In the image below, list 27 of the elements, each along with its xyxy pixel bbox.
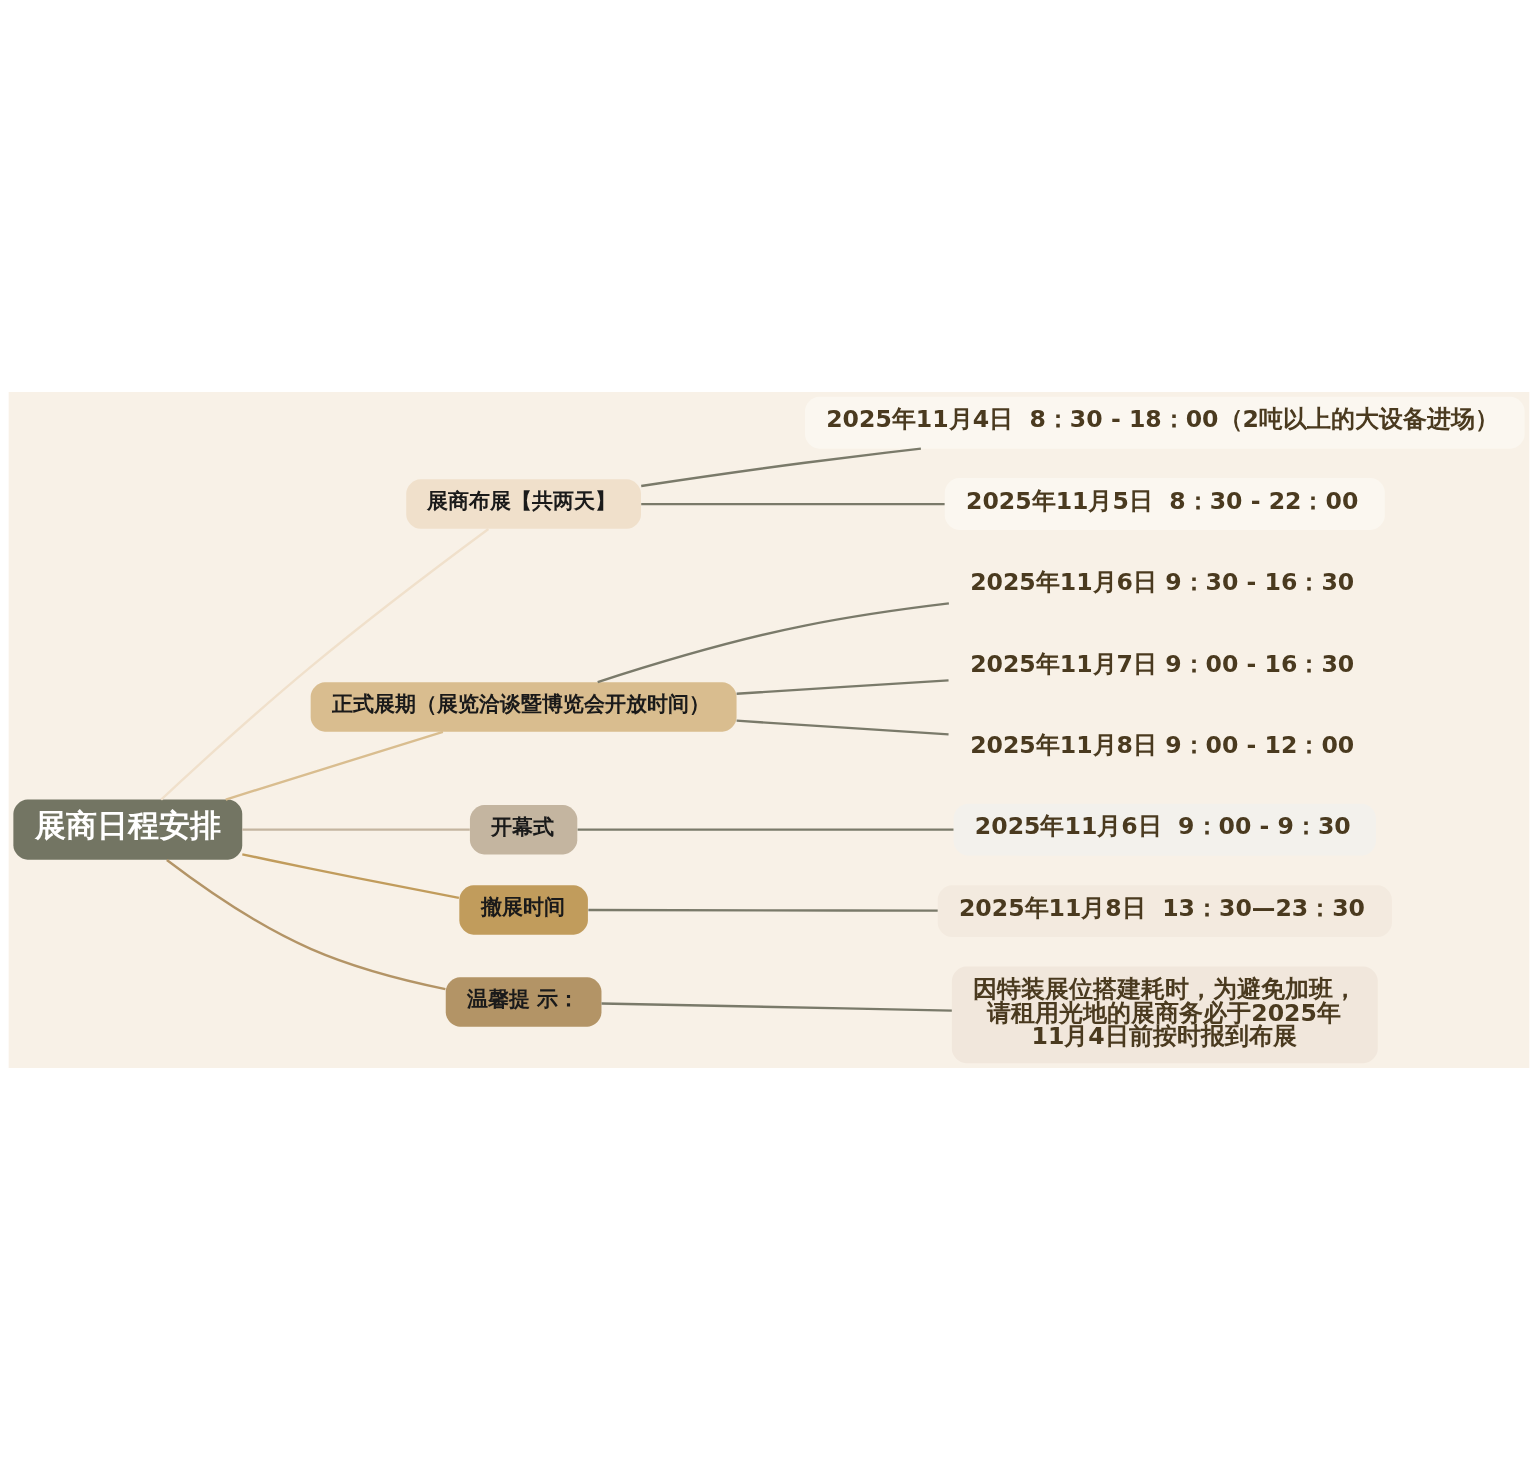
node-box: 因特装展位搭建耗时，为避免加班，请租用光地的展商务必于2025年11月4日前按时报到布展	[951, 966, 1378, 1064]
connector	[736, 679, 949, 695]
node-text: 2025年11月6日 9：00 - 9：30	[974, 812, 1351, 841]
node-box: 展商布展【共两天】	[406, 479, 641, 529]
connector	[597, 602, 950, 684]
connector	[242, 828, 470, 831]
node-box: 2025年11月5日 8：30 - 22：00	[944, 478, 1385, 531]
connector	[577, 828, 954, 831]
connector	[601, 1002, 952, 1012]
node-box: 开幕式	[469, 804, 578, 855]
node-box: 2025年11月4日 8：30 - 18：00（2吨以上的大设备进场）	[805, 396, 1525, 449]
node-text: 2025年11月8日 9：00 - 12：00	[970, 731, 1355, 760]
connector	[225, 730, 444, 801]
node-box: 展商日程安排	[13, 799, 243, 860]
node-box: 温馨提 示：	[445, 977, 602, 1027]
node-box: 撤展时间	[459, 885, 588, 935]
connector	[588, 908, 938, 912]
node-box: 正式展期（展览洽谈暨博览会开放时间）	[310, 682, 737, 732]
connector	[641, 447, 922, 488]
connector	[641, 502, 945, 506]
node-text: 2025年11月7日 9：00 - 16：30	[970, 649, 1355, 678]
node-text: 2025年11月6日 9：30 - 16：30	[970, 568, 1355, 597]
connector	[736, 719, 949, 736]
connector	[166, 859, 446, 991]
node-box: 2025年11月8日 13：30—23：30	[937, 885, 1392, 938]
connector	[242, 853, 460, 899]
connector	[160, 528, 490, 801]
